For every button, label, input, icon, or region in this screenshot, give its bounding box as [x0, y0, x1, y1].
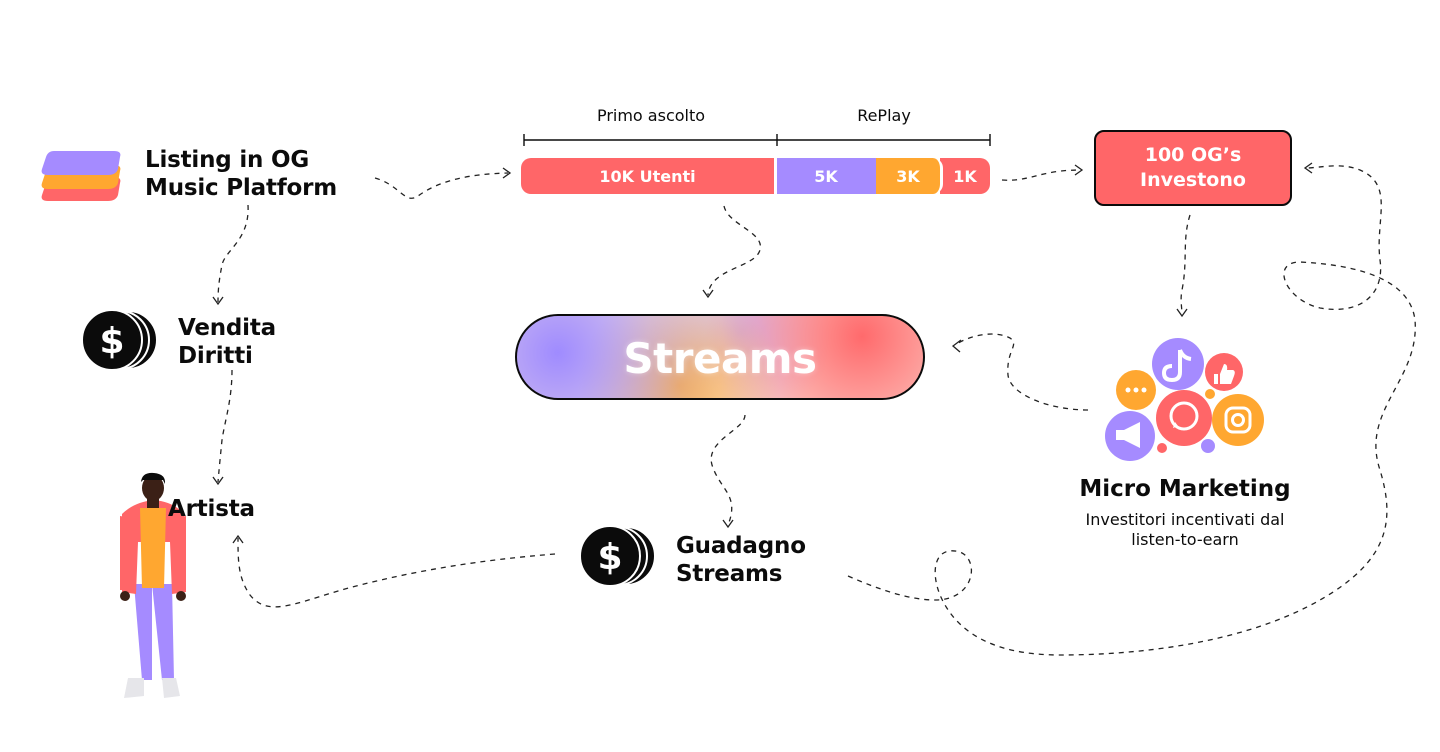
replay-label: RePlay — [857, 106, 911, 125]
dollar-coins-icon: $ — [81, 309, 158, 371]
artista-label: Artista — [168, 496, 255, 522]
listing-line2: Music Platform — [145, 175, 338, 201]
tiktok-icon — [1152, 338, 1204, 390]
invest-line2: Investono — [1140, 169, 1246, 191]
whatsapp-icon — [1156, 390, 1212, 446]
svg-text:$: $ — [99, 321, 124, 362]
arrow-invest-to-micro — [1180, 214, 1191, 315]
stack-layers-icon — [41, 151, 121, 201]
micro-sub-line2: listen-to-earn — [1131, 530, 1239, 549]
listing-title: Listing in OG Music Platform — [145, 146, 337, 202]
svg-text:$: $ — [597, 537, 622, 578]
arrow-vendita-to-artista — [217, 369, 233, 483]
segment-3k: 3K — [876, 158, 943, 194]
micro-sub-line1: Investitori incentivati dal — [1085, 510, 1285, 529]
vendita-line1: Vendita — [178, 315, 276, 341]
arrow-timeline-to-invest — [1001, 169, 1081, 181]
arrow-listing-to-timeline — [374, 172, 509, 199]
streams-label: Streams — [623, 334, 817, 383]
arrow-guadagno-to-artista — [237, 537, 556, 608]
artist-figure-illustration — [120, 472, 186, 698]
small-coral-dot — [1157, 443, 1167, 453]
streams-pill: Streams — [515, 314, 925, 400]
small-orange-dot — [1205, 389, 1215, 399]
timeline-bracket — [523, 134, 991, 146]
hashtag-badge-icon — [1201, 439, 1215, 453]
chat-bubble-icon — [1116, 370, 1156, 410]
vendita-line2: Diritti — [178, 343, 253, 369]
arrow-listing-to-vendita — [217, 204, 249, 303]
segment-10k-utenti: 10K Utenti — [521, 158, 777, 194]
dollar-coins-icon: $ — [579, 525, 656, 587]
arrow-timeline-to-streams — [707, 205, 761, 296]
arrow-micro-to-streams — [954, 333, 1089, 411]
guadagno-title: Guadagno Streams — [676, 532, 806, 588]
instagram-icon — [1212, 394, 1264, 446]
arrow-streams-to-guadagno — [710, 414, 746, 526]
segment-5k: 5K — [776, 158, 876, 194]
invest-box: 100 OG’s Investono — [1094, 130, 1292, 206]
guadagno-line2: Streams — [676, 561, 783, 587]
arrow-loop-to-invest — [847, 165, 1416, 656]
social-icons-cluster — [1105, 338, 1264, 461]
guadagno-line1: Guadagno — [676, 533, 806, 559]
micro-marketing-title: Micro Marketing — [1079, 476, 1291, 502]
vendita-title: Vendita Diritti — [178, 314, 276, 370]
megaphone-icon — [1105, 411, 1155, 461]
thumbs-up-icon — [1205, 353, 1243, 391]
invest-line1: 100 OG’s — [1144, 144, 1242, 166]
primo-ascolto-label: Primo ascolto — [596, 106, 706, 125]
segment-1k: 1K — [940, 158, 990, 194]
listing-line1: Listing in OG — [145, 147, 310, 173]
micro-marketing-subtitle: Investitori incentivati dal listen-to-ea… — [1040, 510, 1330, 550]
